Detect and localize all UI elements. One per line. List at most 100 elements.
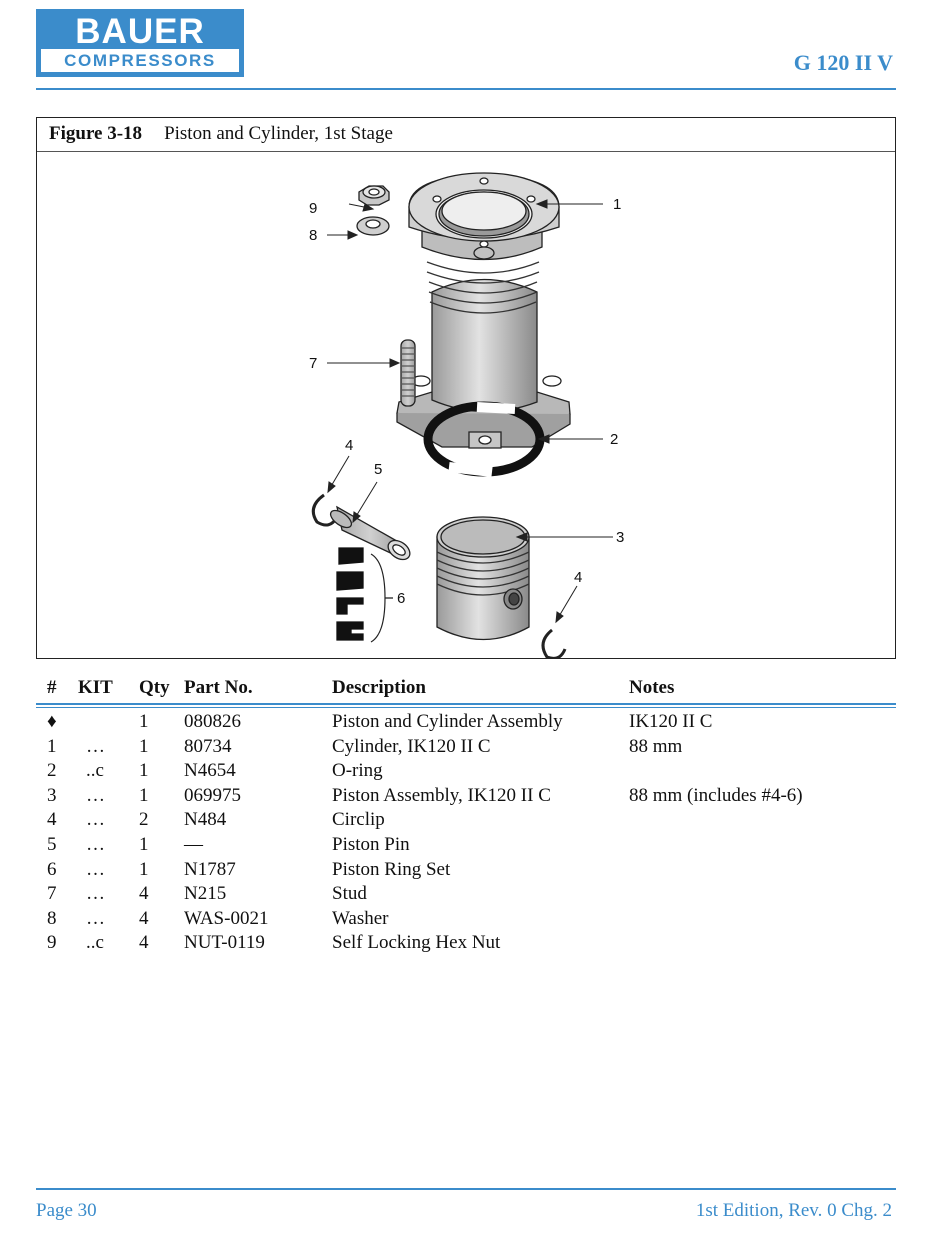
- cell-num: 7: [47, 883, 57, 905]
- figure-box: Figure 3-18 Piston and Cylinder, 1st Stag…: [36, 117, 896, 659]
- table-row: 4 … 2 N484 Circlip: [0, 809, 950, 833]
- cell-part: N4654: [184, 760, 236, 782]
- cell-desc: Stud: [332, 883, 367, 905]
- cell-qty: 4: [139, 883, 149, 905]
- model-title: G 120 II V: [793, 50, 893, 75]
- table-row: 1 … 1 80734 Cylinder, IK120 II C 88 mm: [0, 736, 950, 760]
- cell-qty: 1: [139, 735, 149, 757]
- bauer-logo: BAUER COMPRESSORS: [36, 9, 244, 77]
- table-row: 3 … 1 069975 Piston Assembly, IK120 II C 88 m…: [0, 785, 950, 809]
- cell-qty: 1: [139, 711, 149, 732]
- cell-num: 2: [47, 760, 57, 782]
- col-header-kit: KIT: [78, 677, 113, 698]
- cell-kit: ..c: [86, 932, 104, 954]
- callout-4a: 4: [345, 437, 353, 454]
- cell-desc: Piston Pin: [332, 834, 410, 855]
- circlip-part-right: [541, 628, 567, 658]
- cell-desc: Piston Ring Set: [332, 858, 451, 880]
- stud-part: [400, 339, 416, 407]
- callout-leaders: [327, 199, 613, 624]
- cell-kit: …: [86, 858, 105, 880]
- logo-subtitle-box: COMPRESSORS: [41, 49, 239, 72]
- table-header-rule: [36, 703, 896, 705]
- edition-label: 1st Edition, Rev. 0 Chg. 2: [695, 1200, 892, 1221]
- cell-num: 3: [47, 784, 57, 806]
- cell-qty: 1: [139, 784, 149, 806]
- cell-num: 6: [47, 858, 57, 880]
- cell-kit: …: [86, 735, 105, 757]
- table-row: 5 … 1 — Piston Pin: [0, 834, 950, 858]
- cell-desc: Cylinder, IK120 II C: [332, 735, 491, 757]
- col-header-num: #: [47, 677, 57, 698]
- cell-kit: …: [86, 834, 105, 855]
- col-header-notes: Notes: [629, 677, 675, 698]
- cell-num: 5: [47, 834, 57, 855]
- piston-part: [436, 516, 530, 641]
- washer-part: [356, 216, 390, 236]
- callout-7: 7: [309, 355, 317, 372]
- callout-5: 5: [374, 461, 382, 478]
- cell-kit: …: [86, 809, 105, 831]
- cell-qty: 2: [139, 809, 149, 831]
- table-row: 6 … 1 N1787 Piston Ring Set: [0, 859, 950, 883]
- page-number: Page 30: [36, 1200, 97, 1221]
- cell-kit: …: [86, 907, 105, 929]
- logo-wordmark: BAUER: [75, 12, 205, 51]
- col-header-part: Part No.: [184, 677, 253, 698]
- cell-num: 8: [47, 907, 57, 929]
- callout-8: 8: [309, 227, 317, 244]
- cell-qty: 4: [139, 932, 149, 954]
- cell-part: N1787: [184, 858, 236, 880]
- logo-subtitle: COMPRESSORS: [64, 51, 216, 70]
- figure-caption: Figure 3-18 Piston and Cylinder, 1st Stag…: [37, 118, 895, 152]
- callout-9: 9: [309, 200, 317, 217]
- cell-notes: 88 mm (includes #4-6): [629, 784, 803, 806]
- col-header-desc: Description: [332, 677, 426, 698]
- hex-nut-part: [358, 185, 390, 206]
- table-row: ♦ 1 080826 Piston and Cylinder Assembly IK12…: [0, 711, 950, 735]
- cell-num: 4: [47, 809, 57, 831]
- cell-num: 1: [47, 735, 57, 757]
- cell-qty: 1: [139, 858, 149, 880]
- figure-number: Figure 3-18: [49, 123, 143, 144]
- cell-kit: …: [86, 784, 105, 806]
- cell-part: —: [184, 834, 203, 855]
- cell-notes: IK120 II C: [629, 711, 713, 732]
- cell-qty: 1: [139, 760, 149, 782]
- cell-part: WAS-0021: [184, 907, 269, 929]
- circlip-part-left: [311, 493, 339, 527]
- callout-2: 2: [610, 431, 618, 448]
- figure-title: Piston and Cylinder, 1st Stage: [164, 123, 393, 144]
- cell-part: NUT-0119: [184, 932, 265, 954]
- cell-desc: Circlip: [332, 809, 385, 831]
- cell-notes: 88 mm: [629, 735, 683, 757]
- cell-desc: Piston and Cylinder Assembly: [332, 711, 563, 732]
- cell-qty: 1: [139, 834, 149, 855]
- cell-qty: 4: [139, 907, 149, 929]
- table-header-rule-thin: [36, 707, 896, 708]
- callout-4b: 4: [574, 569, 582, 586]
- cell-desc: Piston Assembly, IK120 II C: [332, 784, 551, 806]
- cell-part: 80734: [184, 735, 232, 757]
- cell-desc: O-ring: [332, 760, 383, 782]
- header-rule: [36, 88, 896, 90]
- callout-1: 1: [613, 196, 621, 213]
- cell-num: 9: [47, 932, 57, 954]
- col-header-qty: Qty: [139, 677, 170, 698]
- cell-kit: ..c: [86, 760, 104, 782]
- table-row: 7 … 4 N215 Stud: [0, 883, 950, 907]
- table-row: 2 ..c 1 N4654 O-ring: [0, 760, 950, 784]
- callout-6: 6: [397, 590, 405, 607]
- cell-part: N215: [184, 883, 227, 905]
- cell-kit: …: [86, 883, 105, 905]
- piston-pin-part: [329, 505, 411, 561]
- cell-part: 080826: [184, 711, 241, 732]
- cell-desc: Washer: [332, 907, 389, 929]
- exploded-view-drawing: 1 2 3 4 4 5 6 7 8 9: [309, 172, 624, 658]
- footer-rule: [36, 1188, 896, 1190]
- cell-part: 069975: [184, 784, 241, 806]
- cell-part: N484: [184, 809, 227, 831]
- cell-num: ♦: [47, 711, 57, 732]
- callout-3: 3: [616, 529, 624, 546]
